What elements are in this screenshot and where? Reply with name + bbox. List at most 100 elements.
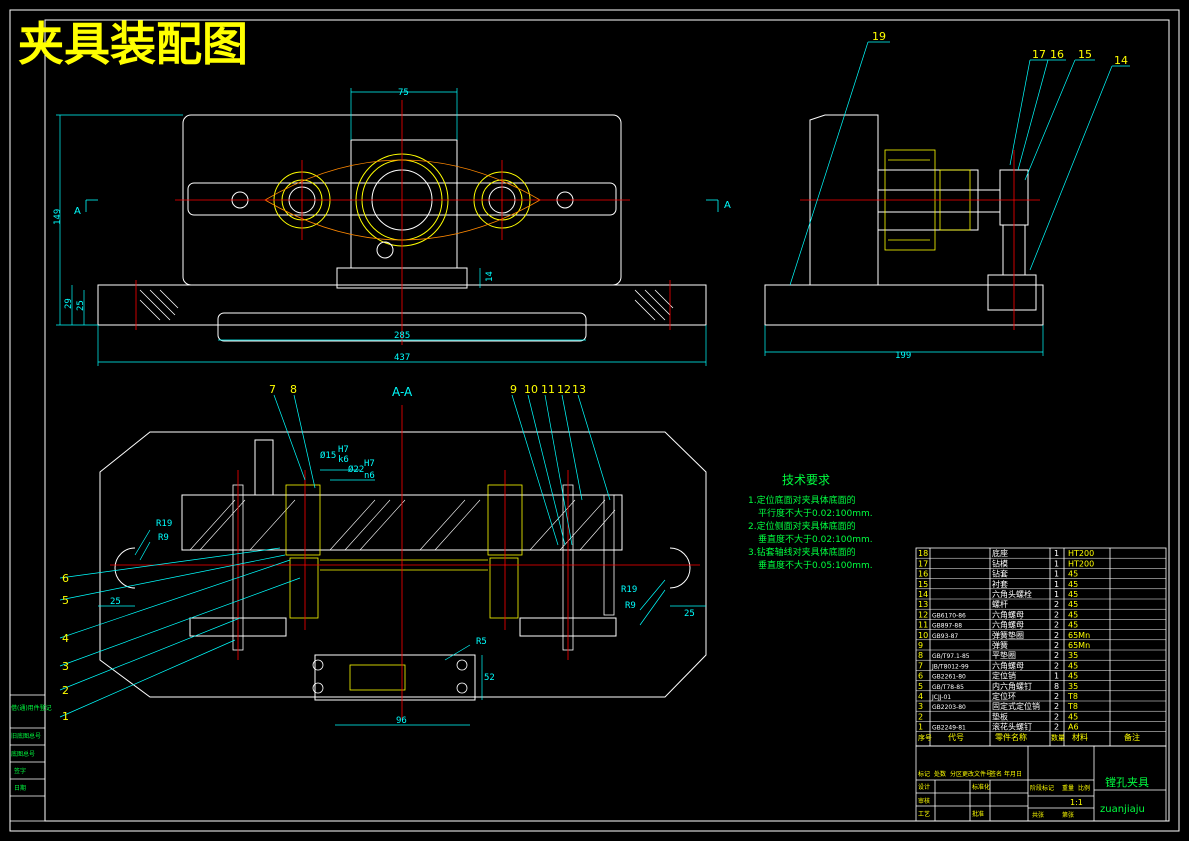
tb-label-6: 设计	[918, 783, 930, 791]
tech-req-line-4: 垂直度不大于0.02:100mm.	[758, 533, 873, 545]
dim-29: 29	[64, 298, 74, 309]
bom-cell-code: GB/T97.1-85	[932, 653, 970, 660]
bom-cell-name: 六角头螺栓	[992, 589, 1032, 599]
tb-label-13: 批准	[972, 810, 984, 818]
bom-cell-name: 定位销	[992, 671, 1016, 681]
fit-n6: n6	[364, 471, 375, 481]
bom-cell-mat: 45	[1068, 590, 1078, 599]
bom-cell-mat: 45	[1068, 570, 1078, 579]
bom-cell-mat: 65Mn	[1068, 641, 1090, 650]
bom-cell-qty: 2	[1054, 641, 1059, 650]
tb-label-15: 第张	[1062, 811, 1074, 819]
fit-d22: Ø22	[348, 464, 364, 475]
bom-cell-mat: HT200	[1068, 559, 1094, 568]
bom-cell-mat: 45	[1068, 580, 1078, 589]
bom-cell-mat: HT200	[1068, 549, 1094, 558]
section-mark-right: A	[724, 200, 731, 211]
bom-cell-no: 9	[918, 641, 923, 650]
bom-cell-no: 16	[918, 570, 928, 579]
dim-r9-left: R9	[158, 533, 169, 543]
strip-4: 日期	[14, 784, 26, 792]
bom-cell-mat: 45	[1068, 672, 1078, 681]
fit-h7-b: H7	[364, 459, 375, 469]
bom-cell-name: 平垫圈	[992, 650, 1016, 660]
tb-label-1: 处数	[934, 770, 946, 778]
callout-1: 1	[62, 710, 69, 723]
bom-cell-code: GB2203-80	[932, 704, 966, 711]
bom-cell-mat: T8	[1067, 702, 1078, 711]
bom-table	[915, 547, 1167, 747]
bom-cell-no: 18	[918, 549, 928, 558]
strip-3: 签字	[14, 767, 26, 775]
bom-cell-no: 7	[918, 661, 923, 670]
bom-cell-mat: 45	[1068, 600, 1078, 609]
section-mark-left: A	[74, 206, 81, 217]
callout-12: 12	[557, 383, 571, 396]
bom-cell-name: 垫板	[992, 711, 1008, 721]
fit-k6: k6	[338, 455, 349, 465]
bom-cell-name: 螺杆	[992, 599, 1008, 609]
dim-96: 96	[396, 716, 407, 726]
bom-cell-code: GB2249-81	[932, 725, 966, 732]
bom-cell-no: 14	[918, 590, 928, 599]
bom-header-code: 代号	[948, 732, 964, 742]
callout-8: 8	[290, 383, 297, 396]
dim-285: 285	[394, 331, 410, 341]
dim-437: 437	[394, 353, 410, 363]
page-title: 夹具装配图	[18, 17, 248, 71]
bom-cell-name: 六角螺母	[992, 620, 1024, 630]
bom-cell-mat: 35	[1068, 682, 1078, 691]
inner-border	[44, 19, 1170, 822]
dim-199: 199	[895, 351, 911, 361]
callout-9: 9	[510, 383, 517, 396]
tb-label-2: 分区	[950, 770, 962, 778]
strip-2: 底图总号	[11, 750, 35, 758]
title-block	[915, 745, 1167, 822]
bom-cell-name: 底座	[992, 548, 1008, 558]
bom-cell-mat: 35	[1068, 651, 1078, 660]
callout-2: 2	[62, 684, 69, 697]
bom-cell-qty: 2	[1054, 723, 1059, 732]
bom-cell-mat: A6	[1068, 723, 1079, 732]
tb-label-5: 年月日	[1004, 770, 1022, 778]
bom-cell-name: 弹簧垫圈	[992, 630, 1024, 640]
fit-d15: Ø15	[320, 450, 336, 461]
bom-cell-no: 15	[918, 580, 928, 589]
bom-cell-qty: 1	[1054, 580, 1059, 589]
dim-149: 149	[53, 209, 63, 225]
bom-cell-qty: 1	[1054, 672, 1059, 681]
bom-cell-qty: 2	[1054, 610, 1059, 619]
bom-cell-name: 内六角螺钉	[992, 681, 1032, 691]
bom-header-qty: 数量	[1051, 733, 1065, 742]
dim-25-right: 25	[684, 609, 695, 619]
tech-req-heading: 技术要求	[782, 473, 830, 487]
bom-cell-name: 六角螺母	[992, 609, 1024, 619]
bom-cell-qty: 2	[1054, 692, 1059, 701]
section-label: A-A	[392, 385, 413, 399]
bom-header-name: 零件名称	[995, 732, 1027, 742]
bom-cell-code: GB897-88	[932, 623, 962, 630]
strip-1: 旧底图总号	[11, 732, 41, 740]
balloon-17: 17	[1032, 48, 1046, 61]
bom-cell-no: 13	[918, 600, 928, 609]
dim-r19-left: R19	[156, 519, 172, 529]
tb-label-14: 共张	[1032, 811, 1044, 819]
callout-4: 4	[62, 632, 69, 645]
tb-label-11: 审核	[918, 797, 930, 805]
dim-25: 25	[76, 300, 86, 311]
side-view	[764, 114, 1044, 326]
callout-10: 10	[524, 383, 538, 396]
bom-cell-mat: 65Mn	[1068, 631, 1090, 640]
bom-cell-qty: 2	[1054, 651, 1059, 660]
bom-cell-no: 6	[918, 672, 923, 681]
bom-cell-mat: 45	[1068, 621, 1078, 630]
bom-cell-no: 11	[918, 621, 928, 630]
section-view	[99, 431, 707, 701]
bom-cell-code: JB/T8012-99	[931, 663, 969, 670]
bom-cell-code: GB/T78-85	[932, 684, 964, 691]
balloon-14: 14	[1114, 54, 1128, 67]
bom-cell-no: 2	[918, 712, 923, 721]
tech-req-line-1: 1.定位底面对夹具体底面的	[748, 494, 856, 506]
bom-cell-no: 5	[918, 682, 923, 691]
callout-11: 11	[541, 383, 555, 396]
